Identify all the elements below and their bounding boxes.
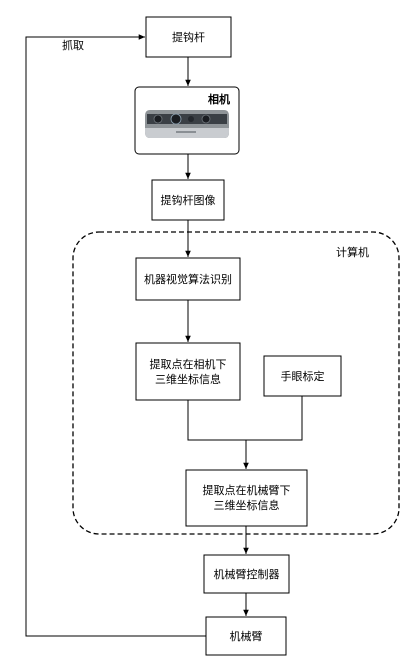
camera-coords-box <box>135 342 241 401</box>
arm-coords-label: 提取点在机械臂下 三维坐标信息 <box>202 484 291 512</box>
hook-rod-image-box <box>151 179 225 221</box>
vision-recognition-label: 机器视觉算法识别 <box>144 272 232 286</box>
computer-group-frame <box>72 231 400 535</box>
arm-controller-label: 机械臂控制器 <box>213 567 280 581</box>
camera-label: 相机 <box>208 93 230 106</box>
hook-rod-box <box>145 16 232 58</box>
camera-coords-label: 提取点在相机下 三维坐标信息 <box>149 357 227 386</box>
hand-eye-calibration-box <box>263 355 342 397</box>
camera-image <box>145 110 229 138</box>
computer-group-label: 计算机 <box>336 246 369 259</box>
hook-rod-image-label: 提钩杆图像 <box>160 193 216 207</box>
grab-feedback-label: 抓取 <box>62 39 84 52</box>
arm-controller-box <box>203 554 290 594</box>
robot-arm-box <box>205 616 287 656</box>
hand-eye-calibration-label: 手眼标定 <box>280 369 325 383</box>
hook-rod-label: 提钩杆 <box>172 30 205 44</box>
edge-grab-feedback <box>25 34 206 637</box>
arm-coords-box <box>185 469 308 527</box>
edge-camera-coords-merge <box>187 396 303 441</box>
robot-arm-label: 机械臂 <box>229 629 263 643</box>
